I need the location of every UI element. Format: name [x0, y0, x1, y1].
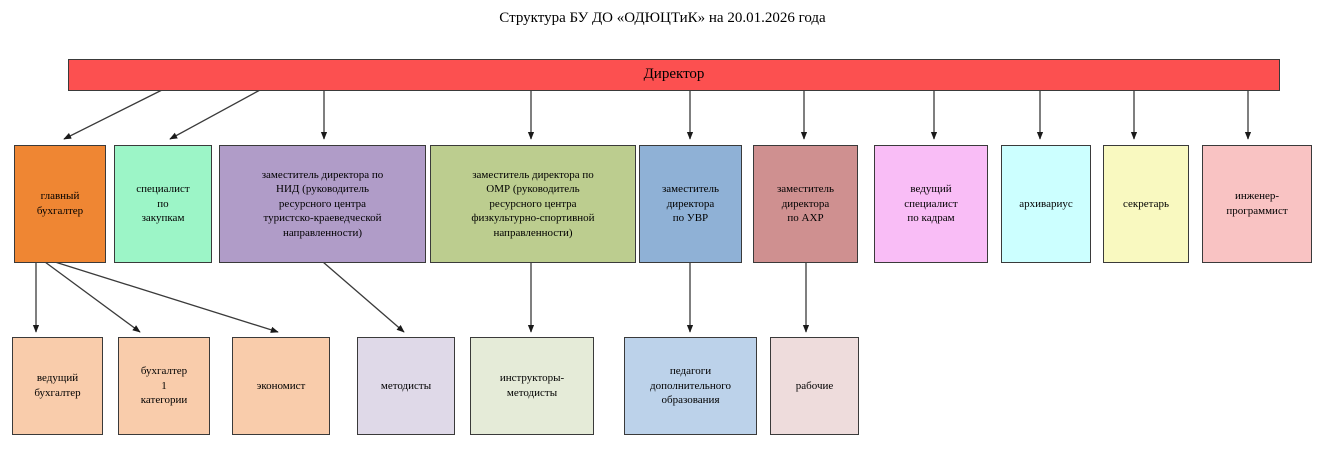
node-economist[interactable]: экономист	[232, 337, 330, 435]
node-director-label: Директор	[643, 66, 705, 83]
page-title: Структура БУ ДО «ОДЮЦТиК» на 20.01.2026 …	[499, 10, 826, 26]
node-lead-accountant[interactable]: ведущий бухгалтер	[12, 337, 103, 435]
node-deputy-director-ahr[interactable]: заместитель директора по АХР	[753, 145, 858, 263]
node-deputy-director-uvr[interactable]: заместитель директора по УВР	[639, 145, 742, 263]
node-methodists-label: методисты	[380, 379, 432, 392]
node-secretary-label: секретарь	[1123, 197, 1169, 210]
node-instructor-methodists[interactable]: инструкторы- методисты	[470, 337, 594, 435]
node-teachers[interactable]: педагоги дополнительного образования	[624, 337, 757, 435]
node-economist-label: экономист	[256, 379, 306, 392]
connector-director-to-procurement	[169, 89, 261, 140]
node-workers-label: рабочие	[795, 379, 834, 392]
node-procurement-specialist[interactable]: специалист по закупкам	[114, 145, 212, 263]
node-accountant-category-1-label: бухгалтер 1 категории	[140, 365, 188, 407]
node-accountant-category-1[interactable]: бухгалтер 1 категории	[118, 337, 210, 435]
node-methodists[interactable]: методисты	[357, 337, 455, 435]
node-director[interactable]: Директор	[68, 59, 1280, 91]
node-procurement-specialist-label: специалист по закупкам	[136, 183, 190, 225]
connector-chief-accountant-to-accountant-cat1	[44, 261, 141, 333]
node-instructor-methodists-label: инструкторы- методисты	[499, 372, 565, 399]
node-deputy-director-omr[interactable]: заместитель директора по ОМР (руководите…	[430, 145, 636, 263]
node-it-engineer-label: инженер- программист	[1226, 190, 1288, 217]
node-chief-accountant-label: главный бухгалтер	[36, 190, 84, 217]
node-chief-accountant[interactable]: главный бухгалтер	[14, 145, 106, 263]
node-deputy-director-omr-label: заместитель директора по ОМР (руководите…	[471, 168, 595, 239]
node-deputy-director-nid[interactable]: заместитель директора по НИД (руководите…	[219, 145, 426, 263]
node-deputy-director-uvr-label: заместитель директора по УВР	[661, 183, 720, 225]
node-deputy-director-nid-label: заместитель директора по НИД (руководите…	[261, 168, 384, 239]
node-workers[interactable]: рабочие	[770, 337, 859, 435]
node-archivist-label: архивариус	[1019, 197, 1073, 210]
node-hr-specialist-label: ведущий специалист по кадрам	[904, 183, 958, 225]
node-lead-accountant-label: ведущий бухгалтер	[34, 372, 81, 399]
node-hr-specialist[interactable]: ведущий специалист по кадрам	[874, 145, 988, 263]
connector-deputy-nid-to-methodists	[322, 261, 405, 333]
connector-director-to-chief-accountant	[63, 89, 163, 140]
connector-chief-accountant-to-economist	[54, 261, 279, 333]
node-teachers-label: педагоги дополнительного образования	[650, 365, 731, 407]
node-secretary[interactable]: секретарь	[1103, 145, 1189, 263]
node-it-engineer[interactable]: инженер- программист	[1202, 145, 1312, 263]
node-deputy-director-ahr-label: заместитель директора по АХР	[776, 183, 835, 225]
node-archivist[interactable]: архивариус	[1001, 145, 1091, 263]
